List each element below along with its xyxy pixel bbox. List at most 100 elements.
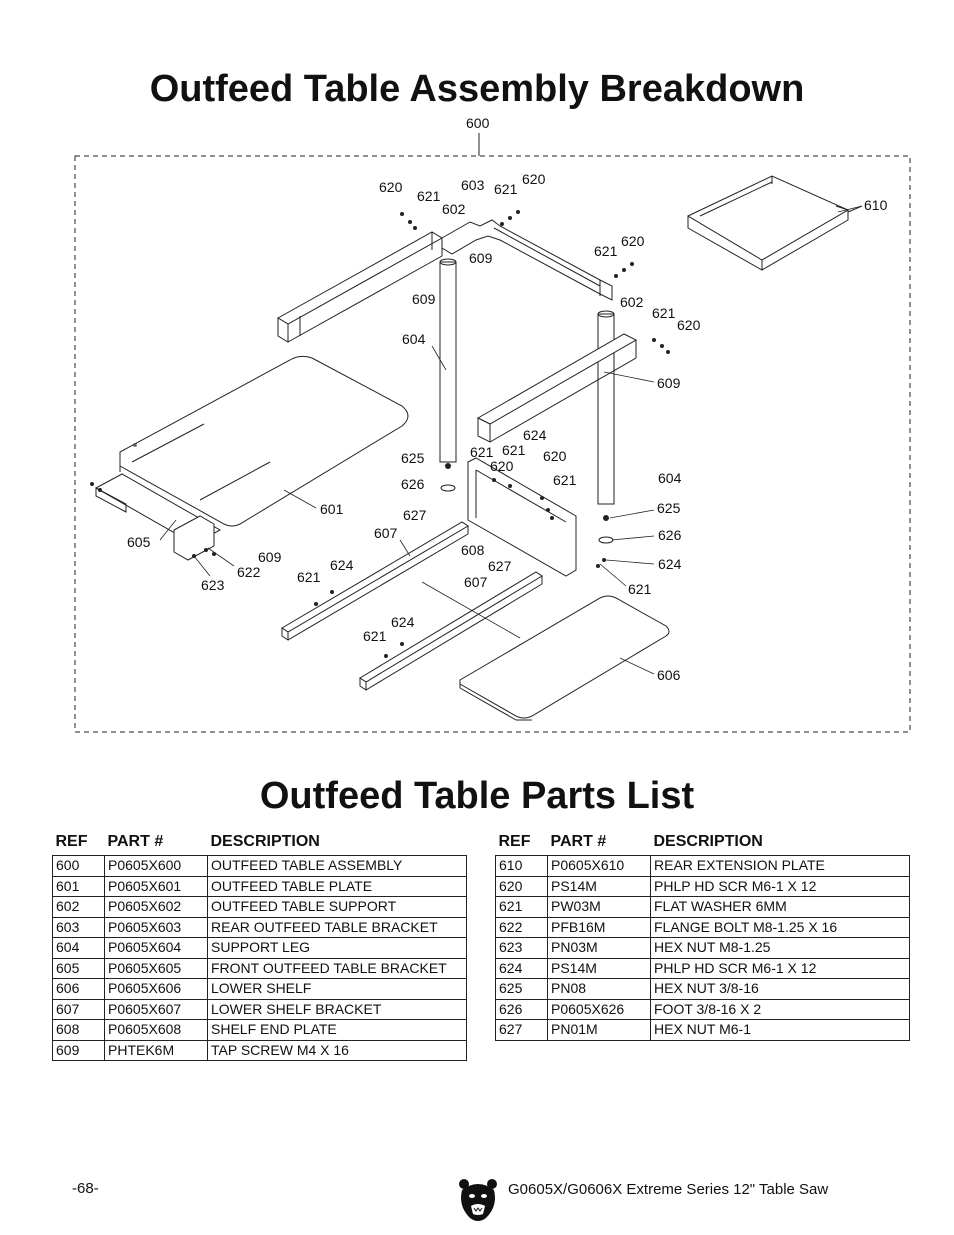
right-outfeed-support <box>476 333 638 443</box>
ref-cell: 627 <box>495 1019 548 1041</box>
ref-cell: 624 <box>495 957 548 979</box>
breakdown-heading: Outfeed Table Assembly Breakdown <box>149 68 805 110</box>
callout-621: 621 <box>628 581 652 597</box>
description-cell: FLANGE BOLT M8-1.25 X 16 <box>650 916 910 938</box>
part-number-cell: PN08 <box>547 978 651 1000</box>
ref-cell: 621 <box>495 896 548 918</box>
callout-625: 625 <box>657 500 681 516</box>
ref-cell: 623 <box>495 937 548 959</box>
callout-624: 624 <box>330 557 354 573</box>
leader-lines <box>159 205 863 675</box>
parts-list-heading: Outfeed Table Parts List <box>259 775 695 817</box>
lower-shelf <box>459 595 670 721</box>
page-number: -68- <box>72 1180 99 1197</box>
part-number-cell: P0605X603 <box>104 916 208 938</box>
front-outfeed-bracket <box>94 473 222 561</box>
ref-cell: 603 <box>52 916 105 938</box>
callout-624: 624 <box>391 614 415 630</box>
callout-627: 627 <box>403 507 427 523</box>
part-number-cell: P0605X604 <box>104 937 208 959</box>
part-number-cell: P0605X602 <box>104 896 208 918</box>
col-ref: REF <box>55 833 88 850</box>
col-part: PART # <box>107 833 164 850</box>
col-description: DESCRIPTION <box>653 833 763 850</box>
callout-620: 620 <box>543 448 567 464</box>
callout-621: 621 <box>494 181 518 197</box>
callout-621: 621 <box>553 472 577 488</box>
description-cell: LOWER SHELF BRACKET <box>207 998 467 1020</box>
callout-621: 621 <box>297 569 321 585</box>
callout-624: 624 <box>523 427 547 443</box>
description-cell: REAR OUTFEED TABLE BRACKET <box>207 916 467 938</box>
description-cell: TAP SCREW M4 X 16 <box>207 1039 467 1061</box>
description-cell: OUTFEED TABLE SUPPORT <box>207 896 467 918</box>
col-description: DESCRIPTION <box>210 833 320 850</box>
part-number-cell: P0605X606 <box>104 978 208 1000</box>
description-cell: FLAT WASHER 6MM <box>650 896 910 918</box>
ref-cell: 606 <box>52 978 105 1000</box>
part-number-cell: PS14M <box>547 957 651 979</box>
part-number-cell: P0605X605 <box>104 957 208 979</box>
callout-609: 609 <box>469 250 493 266</box>
ref-cell: 622 <box>495 916 548 938</box>
callout-610: 610 <box>864 197 888 213</box>
shelf-end-plate <box>467 457 577 577</box>
part-number-cell: PFB16M <box>547 916 651 938</box>
callout-620: 620 <box>490 458 514 474</box>
ref-cell: 607 <box>52 998 105 1020</box>
callout-621: 621 <box>417 188 441 204</box>
ref-cell: 626 <box>495 998 548 1020</box>
callout-621: 621 <box>363 628 387 644</box>
part-number-cell: PN03M <box>547 937 651 959</box>
callout-621: 621 <box>652 305 676 321</box>
part-number-cell: P0605X626 <box>547 998 651 1020</box>
callout-625: 625 <box>401 450 425 466</box>
assembly-boundary <box>74 155 911 733</box>
lower-shelf-bracket-front <box>281 521 469 641</box>
ref-cell: 609 <box>52 1039 105 1061</box>
description-cell: HEX NUT M6-1 <box>650 1019 910 1041</box>
ref-cell: 601 <box>52 875 105 897</box>
ref-cell: 625 <box>495 978 548 1000</box>
callout-621: 621 <box>594 243 618 259</box>
ref-cell: 602 <box>52 896 105 918</box>
description-cell: PHLP HD SCR M6-1 X 12 <box>650 957 910 979</box>
callout-609: 609 <box>258 549 282 565</box>
support-leg-right <box>597 310 615 505</box>
description-cell: HEX NUT M8-1.25 <box>650 937 910 959</box>
ref-cell: 620 <box>495 875 548 897</box>
callout-600: 600 <box>466 115 490 131</box>
callout-621: 621 <box>470 444 494 460</box>
callout-609: 609 <box>412 291 436 307</box>
ref-cell: 610 <box>495 855 548 877</box>
callout-626: 626 <box>401 476 425 492</box>
assembly-diagram: 600 610 620 621 602 603 621 620 609 621 … <box>74 115 911 733</box>
ref-cell: 604 <box>52 937 105 959</box>
grizzly-bear-logo-icon <box>459 1179 497 1221</box>
callout-606: 606 <box>657 667 681 683</box>
callout-620: 620 <box>379 179 403 195</box>
part-number-cell: PHTEK6M <box>104 1039 208 1061</box>
description-cell: FRONT OUTFEED TABLE BRACKET <box>207 957 467 979</box>
callout-602: 602 <box>620 294 644 310</box>
part-number-cell: P0605X600 <box>104 855 208 877</box>
description-cell: REAR EXTENSION PLATE <box>650 855 910 877</box>
callout-622: 622 <box>237 564 261 580</box>
callout-601: 601 <box>320 501 344 517</box>
callout-621: 621 <box>502 442 526 458</box>
callout-604: 604 <box>402 331 426 347</box>
